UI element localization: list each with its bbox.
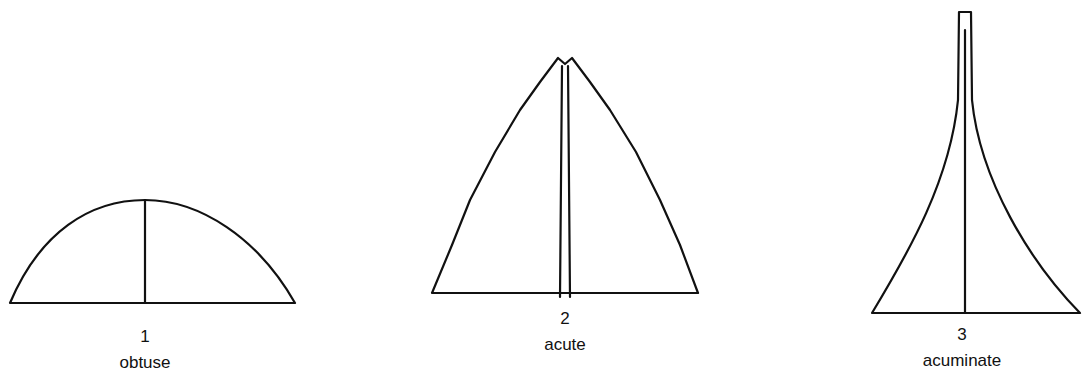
acuminate-apex-outline	[872, 12, 1080, 313]
shape-name: obtuse	[119, 354, 170, 371]
callout-number: 2	[560, 310, 569, 327]
shape-name: acute	[544, 336, 586, 353]
obtuse-apex-outline	[10, 200, 295, 303]
callout-number: 1	[140, 328, 149, 345]
acute-apex-outline	[432, 58, 698, 293]
callout-number: 3	[957, 326, 966, 343]
acuminate-midrib	[964, 30, 966, 313]
obtuse-midrib	[144, 200, 146, 303]
acute-midrib	[568, 66, 570, 297]
acute-midrib	[560, 66, 562, 297]
shape-name: acuminate	[923, 352, 1001, 369]
